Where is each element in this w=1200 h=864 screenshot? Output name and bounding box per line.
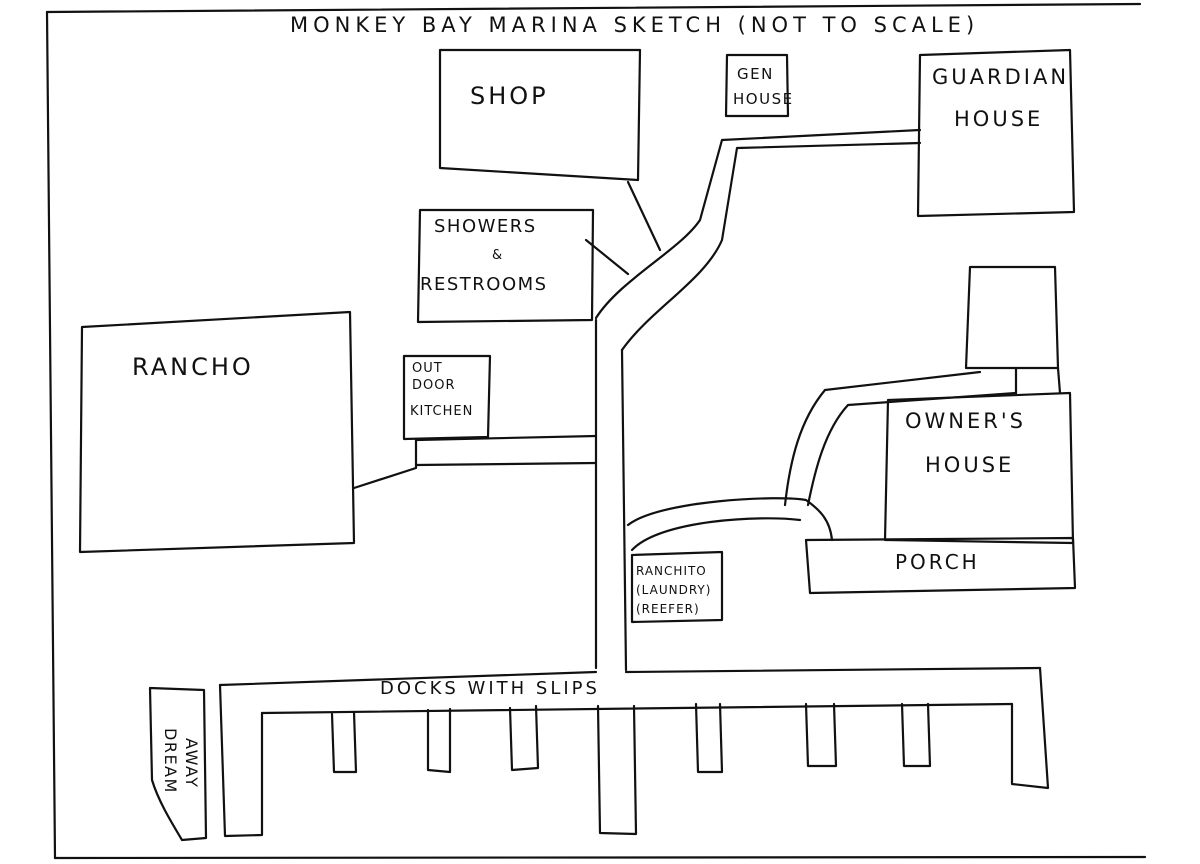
dream-away-label-1: DREAM <box>161 728 180 794</box>
ranchito-label-1: RANCHITO <box>636 564 707 578</box>
outdoor-kitchen-label-3: KITCHEN <box>410 404 473 419</box>
rancho-building: RANCHO <box>78 310 356 554</box>
guardian-house-label-1: GUARDIAN <box>932 65 1069 89</box>
gen-house-label-1: GEN <box>737 65 774 83</box>
showers-label-1: SHOWERS <box>434 216 537 237</box>
owners-house-label-2: HOUSE <box>925 453 1014 477</box>
docks-label: DOCKS WITH SLIPS <box>380 678 600 699</box>
gen-house-label-2: HOUSE <box>733 90 794 108</box>
showers-building: SHOWERS & RESTROOMS <box>416 208 595 324</box>
shed-building <box>964 265 1062 395</box>
dream-away-label-2: AWAY <box>182 738 201 789</box>
showers-label-3: RESTROOMS <box>420 274 548 295</box>
main-path <box>584 128 922 672</box>
ranchito-label-3: (REEFER) <box>636 602 700 616</box>
guardian-house-building: GUARDIAN HOUSE <box>916 48 1076 218</box>
porch-label: PORCH <box>895 550 980 574</box>
outdoor-kitchen-label-1: OUT <box>412 361 443 376</box>
docks-structure: DOCKS WITH SLIPS <box>218 666 1050 838</box>
porch-structure: PORCH <box>804 536 1077 595</box>
outdoor-kitchen-building: OUT DOOR KITCHEN <box>402 354 492 441</box>
map-title: MONKEY BAY MARINA SKETCH (NOT TO SCALE) <box>290 13 979 37</box>
dream-away-boat: DREAM AWAY <box>148 686 208 842</box>
rancho-walkway <box>352 434 598 490</box>
rancho-label: RANCHO <box>132 353 254 381</box>
showers-label-2: & <box>492 248 503 263</box>
shop-building: SHOP <box>438 48 642 182</box>
ranchito-building: RANCHITO (LAUNDRY) (REEFER) <box>630 550 724 624</box>
guardian-house-label-2: HOUSE <box>954 107 1043 131</box>
owners-path <box>626 370 1018 552</box>
gen-house-building: GEN HOUSE <box>724 53 794 118</box>
shop-label: SHOP <box>470 82 549 110</box>
owners-house-building: OWNER'S HOUSE <box>883 391 1075 545</box>
owners-house-label-1: OWNER'S <box>905 409 1026 433</box>
page-frame <box>45 2 1147 860</box>
ranchito-label-2: (LAUNDRY) <box>636 583 711 597</box>
outdoor-kitchen-label-2: DOOR <box>412 378 456 393</box>
